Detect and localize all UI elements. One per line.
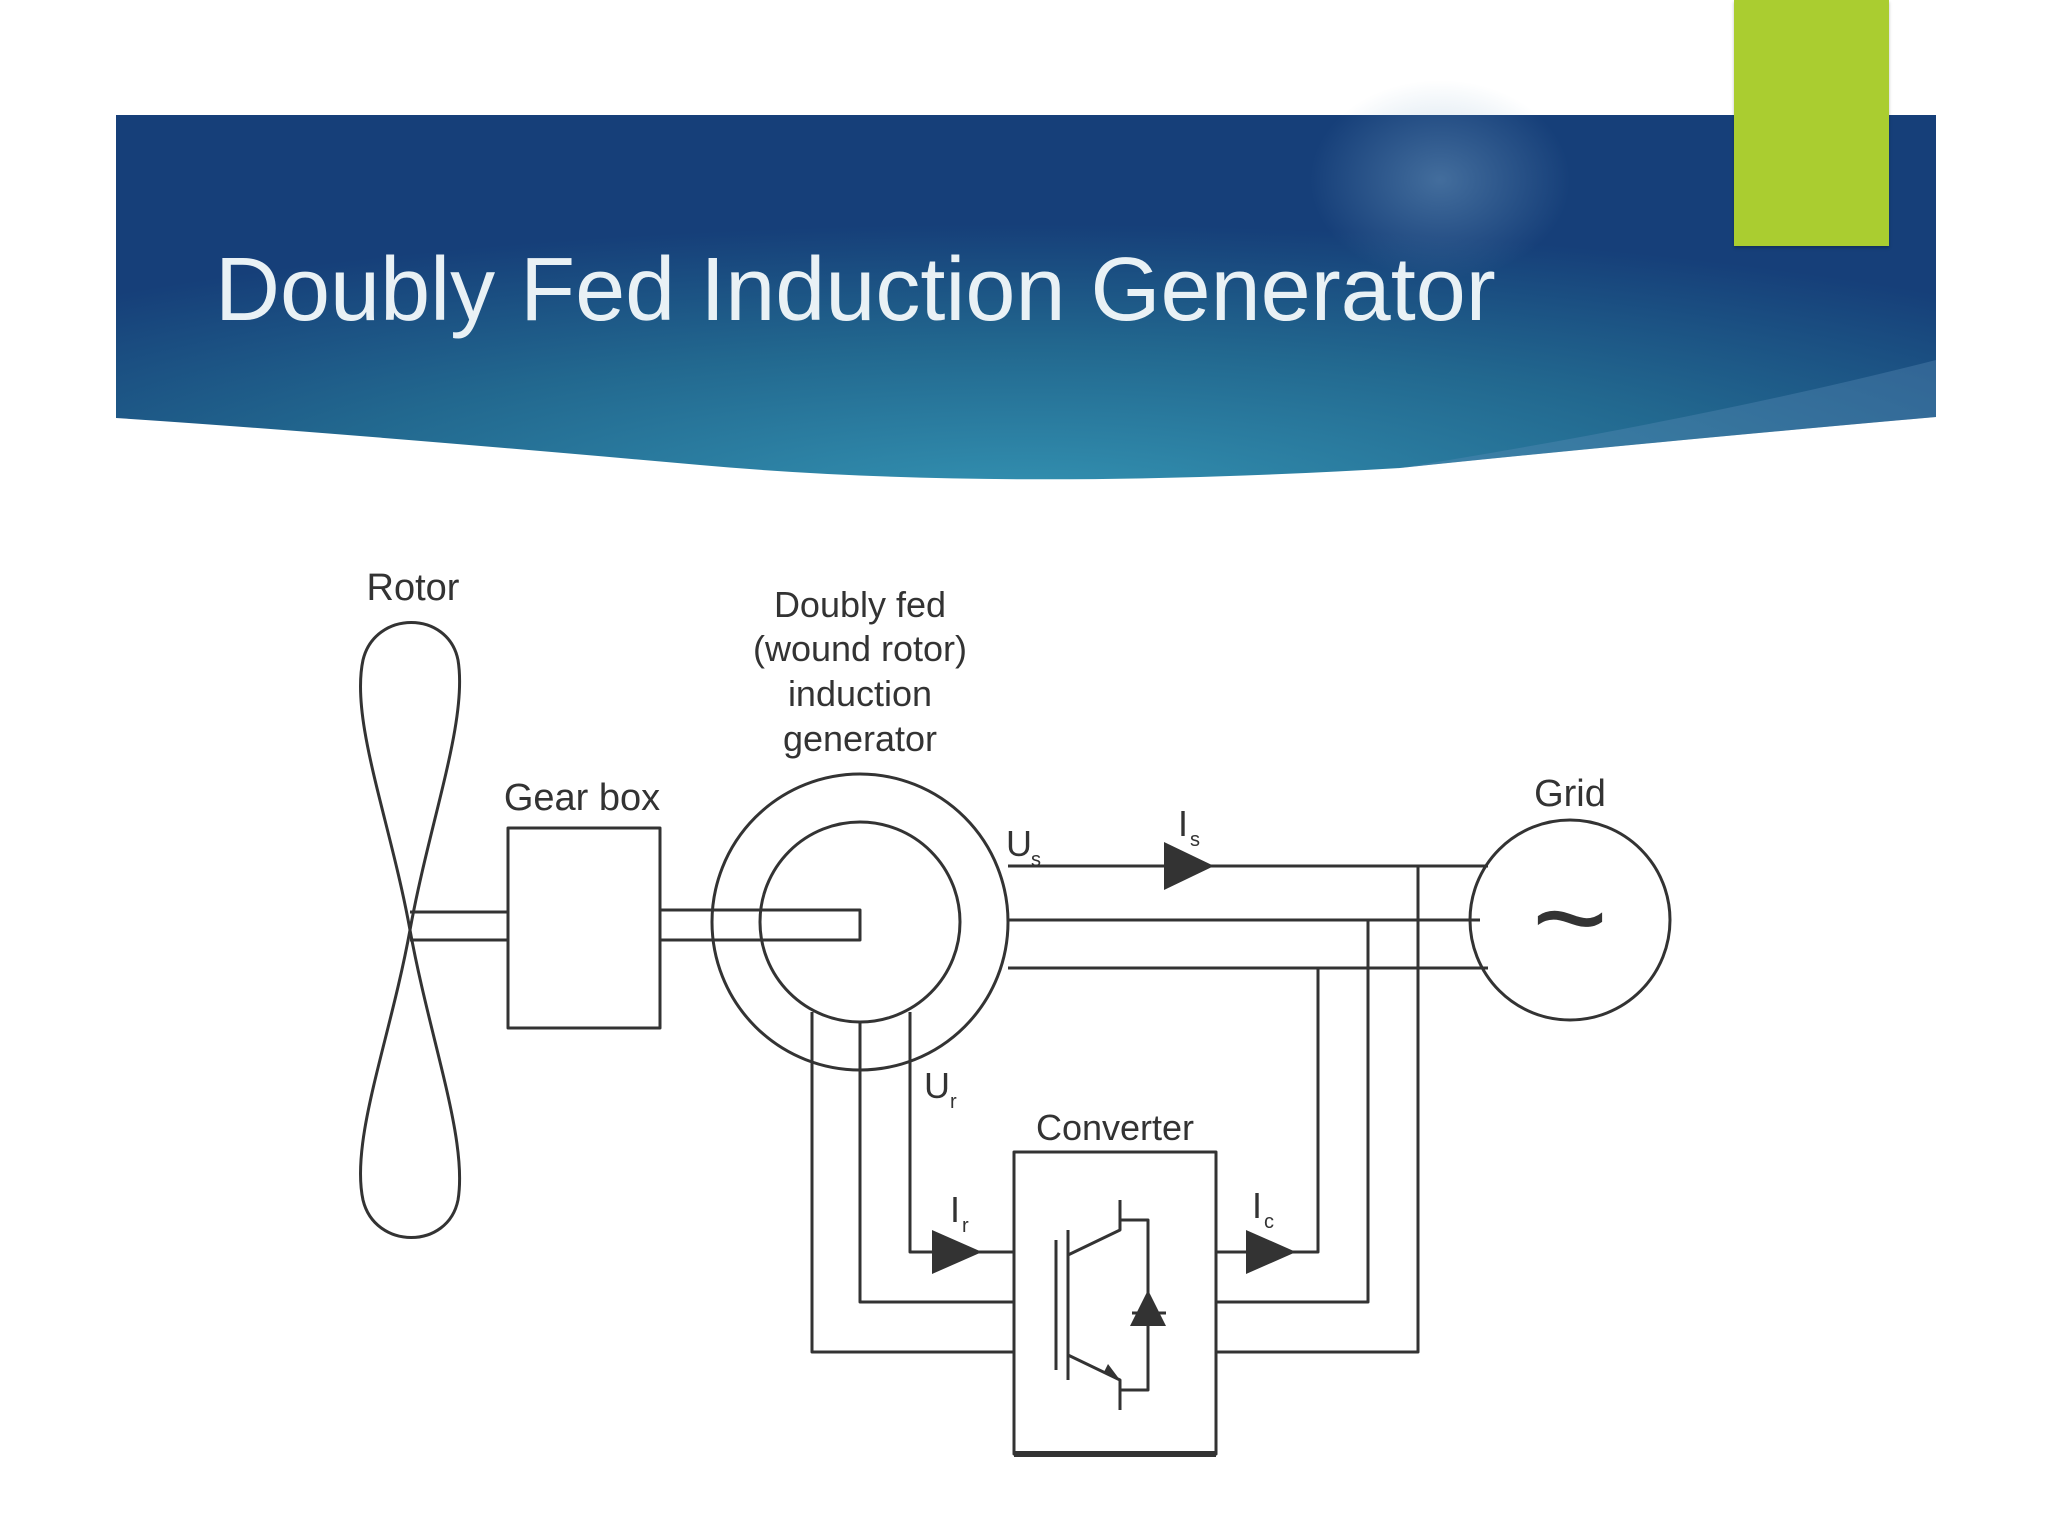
grid-label: Grid bbox=[1534, 773, 1606, 815]
is-subscript: s bbox=[1190, 829, 1200, 851]
ic-arrow bbox=[1246, 1230, 1296, 1274]
diode-symbol bbox=[1130, 1290, 1166, 1326]
title-band bbox=[116, 80, 1936, 480]
converter-out-3 bbox=[1216, 866, 1420, 1354]
converter-out-2 bbox=[1216, 920, 1370, 1304]
gearbox-box bbox=[506, 826, 662, 1030]
is-arrow bbox=[1164, 842, 1214, 890]
slide-title: Doubly Fed Induction Generator bbox=[215, 240, 1496, 340]
ic-subscript: c bbox=[1264, 1211, 1274, 1233]
ic-label: I bbox=[1252, 1185, 1262, 1226]
ir-arrow bbox=[932, 1230, 982, 1274]
ur-subscript: r bbox=[950, 1091, 957, 1113]
rotor-blade-upper bbox=[358, 621, 462, 932]
rotor-blade-lower bbox=[358, 928, 462, 1239]
converter-box bbox=[1012, 1150, 1218, 1456]
grid-circle bbox=[1468, 818, 1672, 1022]
rotor-lead-2 bbox=[858, 1022, 1014, 1304]
converter-label: Converter bbox=[1036, 1107, 1194, 1148]
igbt-emitter-arrow bbox=[1104, 1364, 1120, 1380]
generator-label-line-2: (wound rotor) bbox=[753, 628, 967, 669]
rotor-label: Rotor bbox=[367, 567, 460, 609]
ir-subscript: r bbox=[962, 1215, 969, 1237]
generator-label-line-4: generator bbox=[783, 718, 937, 759]
is-label: I bbox=[1178, 803, 1188, 844]
gearbox-label: Gear box bbox=[504, 777, 660, 819]
ir-label: I bbox=[950, 1189, 960, 1230]
generator-label-line-3: induction bbox=[788, 673, 932, 714]
rotor-lead-1 bbox=[810, 1012, 1014, 1354]
grid-symbol: ~ bbox=[1532, 844, 1608, 990]
accent-tab bbox=[1734, 0, 1889, 246]
converter-out-1 bbox=[1216, 968, 1320, 1254]
generator-label-line-1: Doubly fed bbox=[774, 584, 946, 625]
ur-label: U bbox=[924, 1065, 950, 1106]
us-subscript: s bbox=[1031, 849, 1041, 871]
us-label: U bbox=[1006, 823, 1032, 864]
